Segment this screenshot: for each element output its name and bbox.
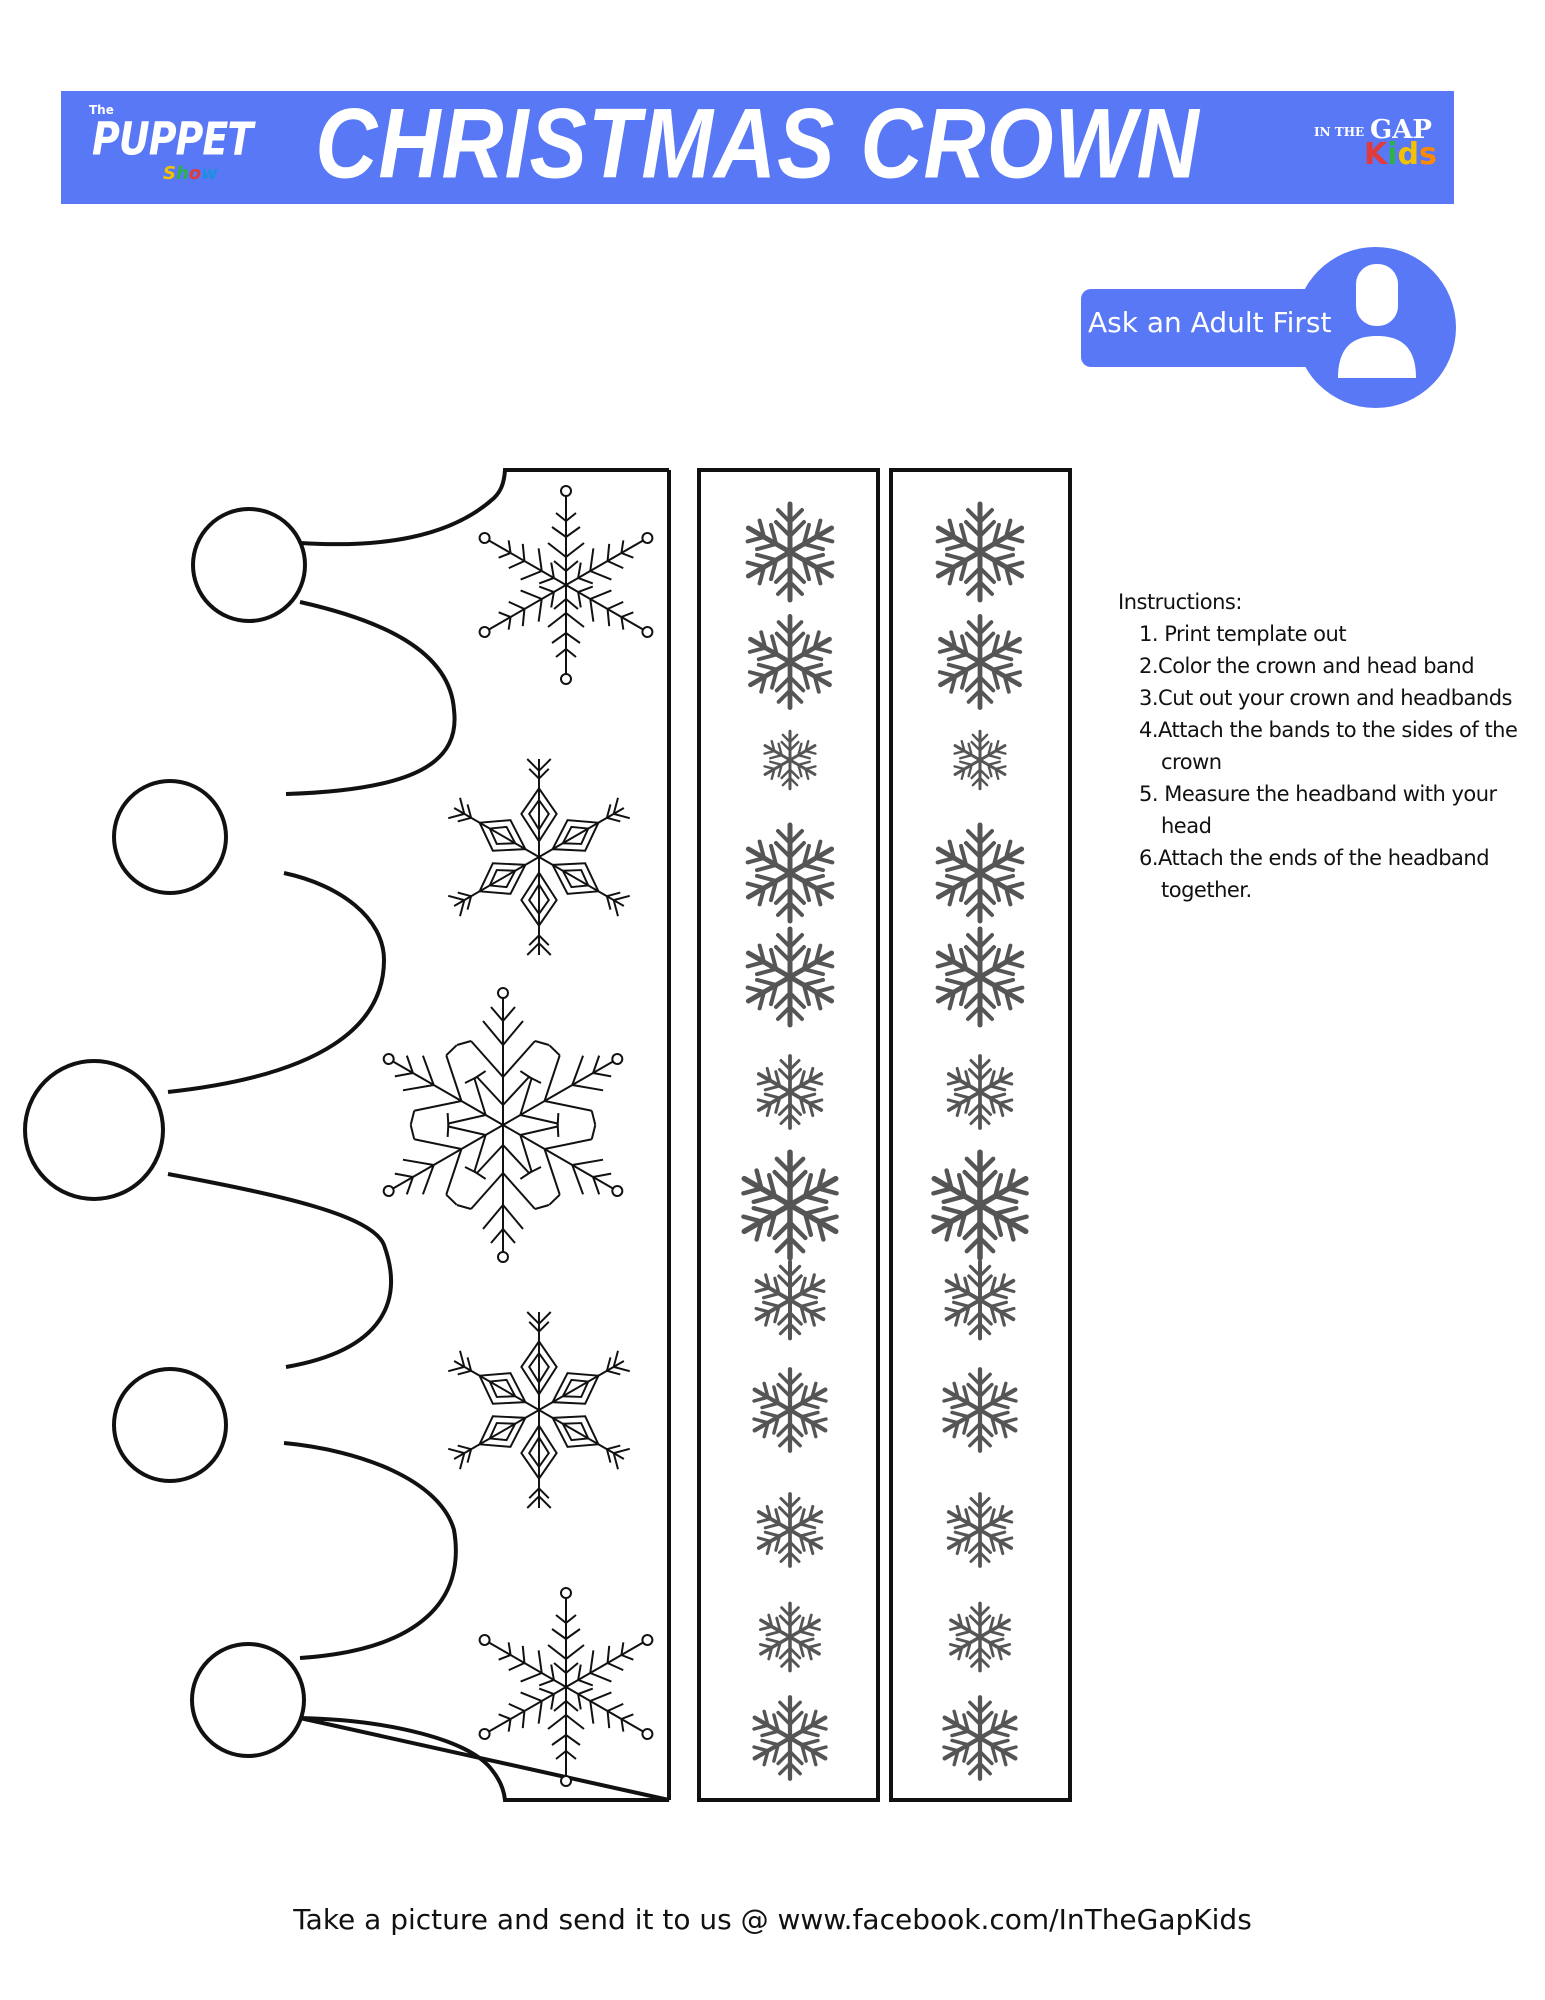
header-banner: The PUPPET Show CHRISTMAS CROWN IN THE G…	[61, 88, 1454, 204]
band-snowflake	[941, 1262, 1019, 1339]
headband-right	[889, 468, 1072, 1802]
ask-adult-label: Ask an Adult First	[1088, 306, 1332, 339]
in-the-gap-kids-logo: IN THE GAP Kids	[1314, 115, 1437, 185]
band-snowflake	[737, 1152, 844, 1258]
headband-left	[697, 468, 880, 1802]
band-snowflake	[741, 504, 838, 600]
crown-ball	[190, 1642, 306, 1758]
headband-snowflakes-right	[927, 504, 1034, 1779]
band-snowflake	[939, 1697, 1022, 1779]
band-snowflake	[749, 1697, 832, 1779]
band-snowflake	[944, 1056, 1017, 1128]
instruction-step: 4.Attach the bands to the sides of the c…	[1139, 718, 1518, 774]
logo-right-small-text: IN THE	[1314, 125, 1365, 139]
instruction-step: 1. Print template out	[1139, 622, 1347, 646]
crown-ball	[23, 1059, 165, 1201]
crown-snowflake	[361, 988, 644, 1262]
band-snowflake	[931, 825, 1028, 921]
crown-ball	[112, 779, 228, 895]
instructions-list: 1. Print template out 2.Color the crown …	[1118, 618, 1518, 906]
logo-small-text: The	[89, 103, 114, 117]
crown-snowflake	[471, 1588, 660, 1786]
band-snowflake	[751, 1262, 829, 1339]
band-snowflake	[934, 616, 1026, 707]
instruction-step: 5. Measure the headband with your head	[1139, 782, 1497, 838]
band-snowflake	[944, 1494, 1017, 1566]
crown-snowflake	[445, 1312, 632, 1508]
crown-outline	[167, 468, 671, 1802]
band-snowflake	[754, 1494, 827, 1566]
band-snowflake	[951, 731, 1009, 789]
band-snowflake	[931, 929, 1028, 1025]
puppet-show-logo: The PUPPET Show	[75, 103, 253, 193]
band-snowflake	[931, 504, 1028, 600]
headband-snowflakes-left	[737, 504, 844, 1779]
instruction-step: 6.Attach the ends of the headband togeth…	[1139, 846, 1490, 902]
logo-main-text: PUPPET	[92, 112, 253, 166]
crown-ball	[112, 1367, 228, 1483]
band-snowflake	[741, 929, 838, 1025]
band-snowflake	[756, 1603, 824, 1670]
band-snowflake	[946, 1603, 1014, 1670]
band-snowflake	[754, 1056, 827, 1128]
instruction-step: 3.Cut out your crown and headbands	[1139, 686, 1513, 710]
crown-snowflake	[471, 486, 660, 684]
logo-right-sub-text: Kids	[1364, 137, 1437, 172]
instructions-heading: Instructions:	[1118, 590, 1242, 614]
crown-snowflake	[445, 759, 632, 955]
logo-sub-text: Show	[163, 163, 218, 184]
page-title: CHRISTMAS CROWN	[315, 88, 1200, 200]
band-snowflake	[744, 616, 836, 707]
band-snowflake	[927, 1152, 1034, 1258]
crown-ball	[191, 507, 307, 623]
logo-right-main-text: GAP	[1370, 115, 1432, 145]
band-snowflake	[749, 1369, 832, 1451]
band-snowflake	[939, 1369, 1022, 1451]
band-snowflake	[741, 825, 838, 921]
instruction-step: 2.Color the crown and head band	[1139, 654, 1475, 678]
footer-note: Take a picture and send it to us @ www.f…	[293, 1903, 1252, 1936]
crown-balls	[23, 507, 307, 1758]
band-snowflake	[761, 731, 819, 789]
instructions-panel: Instructions: 1. Print template out 2.Co…	[1118, 586, 1518, 906]
person-icon	[1338, 264, 1416, 378]
